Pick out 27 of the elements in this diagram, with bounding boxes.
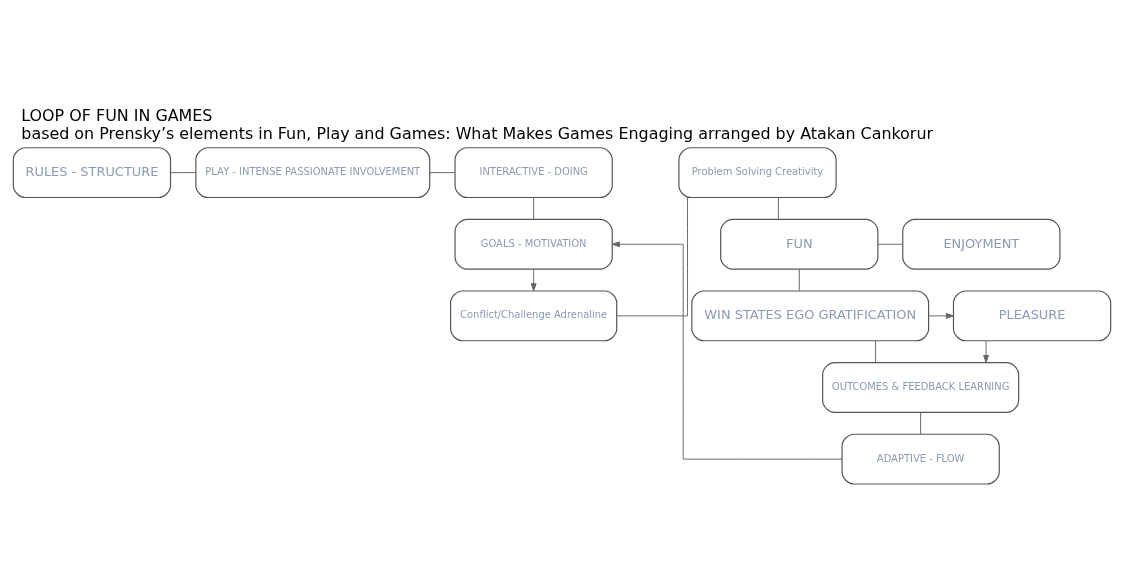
node-box: WIN STATES EGO GRATIFICATION: [691, 290, 930, 342]
node-box: FUN: [720, 218, 879, 270]
node-box: OUTCOMES & FEEDBACK LEARNING: [822, 362, 1020, 413]
connector: [429, 172, 456, 174]
node-box: RULES - STRUCTURE: [12, 147, 172, 199]
node-box: PLEASURE: [952, 290, 1112, 342]
connector: [875, 340, 877, 363]
caption: based on Prensky’s elements in Fun, Play and Games: What Makes Games Engaging arranged by Atakan Cankorur: [21, 123, 934, 143]
node-box: GOALS - MOTIVATION: [454, 218, 613, 270]
arrow: [611, 241, 843, 460]
node-box: Conflict/Challenge Adrenaline: [449, 290, 618, 342]
arrow: [530, 268, 537, 292]
arrow: [983, 340, 989, 363]
connector: [877, 243, 904, 245]
connector: [533, 197, 535, 220]
node-box: INTERACTIVE - DOING: [454, 147, 613, 199]
connector: [777, 197, 779, 220]
arrow: [928, 312, 954, 319]
connector: [170, 172, 197, 174]
connector: [798, 268, 800, 292]
node-box: ENJOYMENT: [902, 218, 1061, 270]
connector: [920, 412, 922, 435]
diagram-title: LOOP OF FUN IN GAMES: [21, 105, 213, 125]
node-box: PLAY - INTENSE PASSIONATE INVOLVEMENT: [195, 147, 431, 199]
node-box: Problem Solving Creativity: [678, 147, 837, 199]
node-box: ADAPTIVE - FLOW: [841, 433, 1000, 485]
connector: [616, 197, 688, 317]
